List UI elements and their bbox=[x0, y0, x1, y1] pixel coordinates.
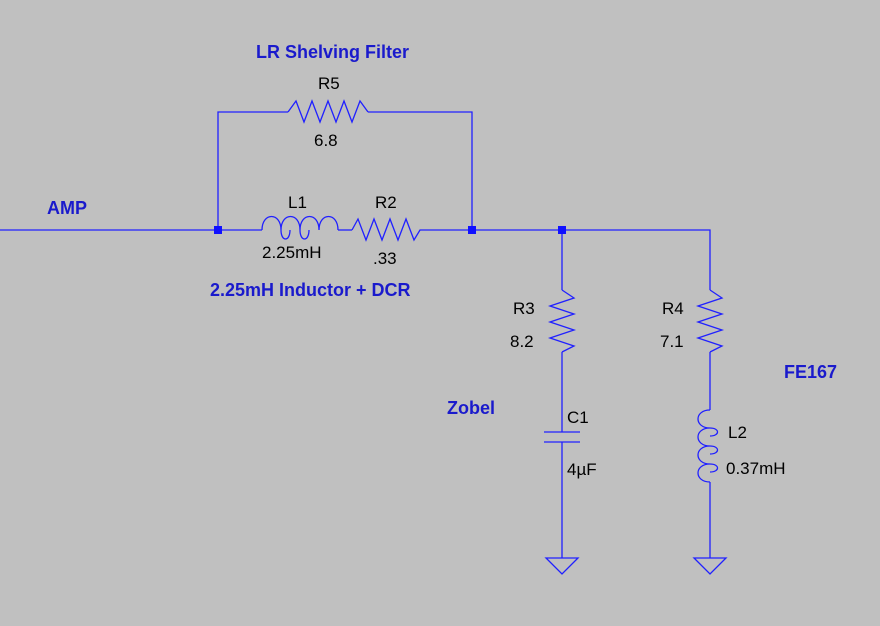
resistor-r2-symbol[interactable] bbox=[351, 217, 424, 242]
inductor-l2-symbol[interactable] bbox=[697, 409, 711, 483]
l1-value: 2.25mH bbox=[262, 243, 322, 262]
inductor-l1-symbol[interactable] bbox=[261, 215, 339, 231]
junction-zobel-node bbox=[558, 226, 566, 234]
r2-value: .33 bbox=[373, 249, 397, 268]
c1-value: 4µF bbox=[567, 460, 597, 479]
resistor-r5-symbol[interactable] bbox=[287, 99, 369, 124]
r4-ref: R4 bbox=[662, 299, 684, 318]
title-label: LR Shelving Filter bbox=[256, 42, 409, 62]
l1-ref: L1 bbox=[288, 193, 307, 212]
ground-zobel-icon bbox=[544, 557, 580, 575]
inductor-note-label: 2.25mH Inductor + DCR bbox=[210, 280, 411, 300]
r5-value: 6.8 bbox=[314, 131, 338, 150]
wire-r5-bypass-left bbox=[217, 111, 288, 230]
ground-driver-icon bbox=[692, 557, 728, 575]
wire-r5-bypass-right bbox=[368, 111, 473, 230]
r4-value: 7.1 bbox=[660, 332, 684, 351]
r2-ref: R2 bbox=[375, 193, 397, 212]
junction-input-node bbox=[214, 226, 222, 234]
r5-ref: R5 bbox=[318, 74, 340, 93]
wire-output-bus bbox=[424, 229, 711, 290]
inductor-l1-loops bbox=[280, 229, 310, 240]
l2-value: 0.37mH bbox=[726, 459, 786, 478]
junction-filter-output-node bbox=[468, 226, 476, 234]
r3-ref: R3 bbox=[513, 299, 535, 318]
resistor-r4-symbol[interactable] bbox=[695, 289, 725, 353]
zobel-label: Zobel bbox=[447, 398, 495, 418]
resistor-r3-symbol[interactable] bbox=[547, 289, 577, 353]
l2-ref: L2 bbox=[728, 423, 747, 442]
r3-value: 8.2 bbox=[510, 332, 534, 351]
wires bbox=[0, 111, 711, 558]
c1-ref: C1 bbox=[567, 408, 589, 427]
amp-label: AMP bbox=[47, 198, 87, 218]
capacitor-c1-symbol[interactable] bbox=[544, 431, 580, 443]
driver-label: FE167 bbox=[784, 362, 837, 382]
inductor-l2-loops bbox=[709, 427, 719, 473]
